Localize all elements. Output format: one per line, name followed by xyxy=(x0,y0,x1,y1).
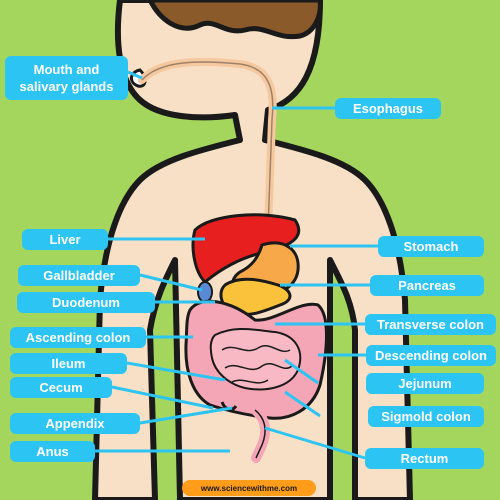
label-stomach: Stomach xyxy=(378,236,484,257)
label-rectum: Rectum xyxy=(365,448,484,469)
label-appendix: Appendix xyxy=(10,413,140,434)
label-esophagus: Esophagus xyxy=(335,98,441,119)
label-ascending-colon: Ascending colon xyxy=(10,327,146,348)
label-mouth-salivary-glands: Mouth and salivary glands xyxy=(5,56,128,100)
hair xyxy=(147,0,323,40)
rectum-outline xyxy=(254,409,266,459)
label-transverse-colon: Transverse colon xyxy=(365,314,496,335)
label-pancreas: Pancreas xyxy=(370,275,484,296)
small-intestine-shape xyxy=(209,328,302,391)
label-liver: Liver xyxy=(22,229,108,250)
label-cecum: Cecum xyxy=(10,377,112,398)
esophagus-tube-outline xyxy=(141,61,274,231)
label-ileum: Ileum xyxy=(10,353,127,374)
label-anus: Anus xyxy=(10,441,95,462)
leader-lines xyxy=(95,70,378,460)
small-intestine-coils xyxy=(221,345,293,384)
label-sigmoid-colon: Sigmold colon xyxy=(368,406,484,427)
label-descending-colon: Descending colon xyxy=(366,345,496,366)
gallbladder-shape xyxy=(197,281,213,303)
label-duodenum: Duodenum xyxy=(17,292,155,313)
esophagus-tube xyxy=(138,57,277,234)
label-jejunum: Jejunum xyxy=(366,373,484,394)
website-credit: www.sciencewithme.com xyxy=(182,480,316,496)
label-gallbladder: Gallbladder xyxy=(18,265,140,286)
